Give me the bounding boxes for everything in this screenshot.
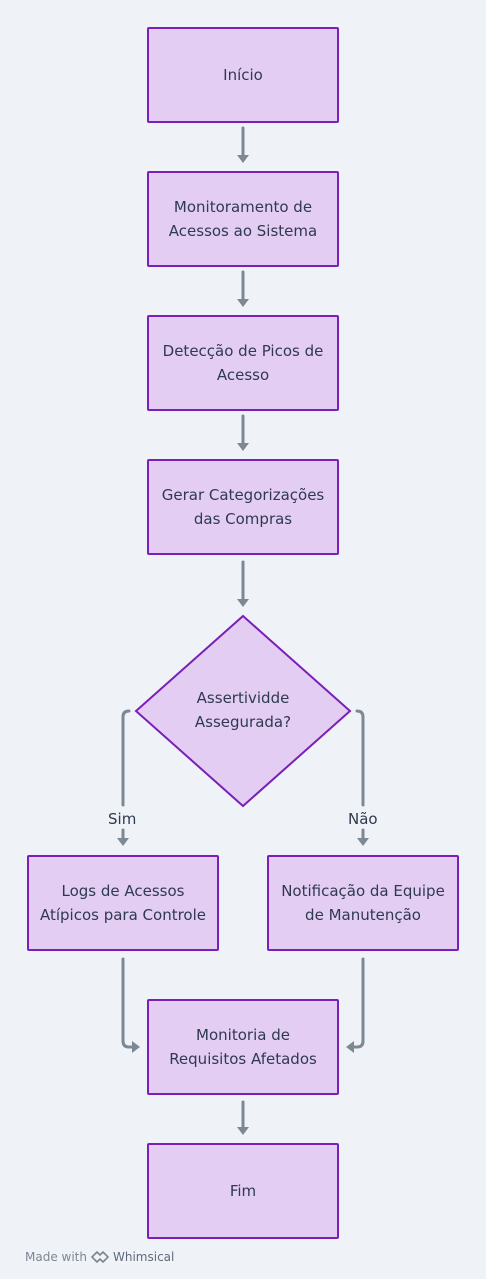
arrow-decision-to-notify bbox=[355, 709, 365, 807]
edge-label-yes: Sim bbox=[108, 810, 137, 828]
arrowhead bbox=[237, 1127, 249, 1135]
arrow-logs-to-requirements bbox=[121, 957, 135, 1049]
footer-made-with: Made with bbox=[25, 1250, 87, 1264]
node-detect-label: Detecção de Picos de Acesso bbox=[162, 342, 324, 384]
node-detect: Detecção de Picos de Acesso bbox=[147, 315, 339, 411]
node-end: Fim bbox=[147, 1143, 339, 1239]
node-categorize: Gerar Categorizações das Compras bbox=[147, 459, 339, 555]
whimsical-logo-icon bbox=[91, 1251, 109, 1263]
node-categorize-label: Gerar Categorizações das Compras bbox=[161, 486, 325, 528]
arrow-decision-to-logs bbox=[121, 709, 131, 807]
decision-diamond bbox=[134, 614, 352, 808]
decision-label: Assertividde Assegurada? bbox=[194, 689, 292, 731]
arrowhead bbox=[237, 599, 249, 607]
arrowhead bbox=[237, 443, 249, 451]
arrow-notify-to-requirements bbox=[351, 957, 365, 1049]
node-requirements: Monitoria de Requisitos Afetados bbox=[147, 999, 339, 1095]
node-requirements-label: Monitoria de Requisitos Afetados bbox=[169, 1026, 317, 1068]
arrowhead bbox=[237, 155, 249, 163]
arrowhead bbox=[237, 299, 249, 307]
footer-attribution[interactable]: Made with Whimsical bbox=[25, 1250, 174, 1264]
node-start: Início bbox=[147, 27, 339, 123]
node-notify: Notificação da Equipe de Manutenção bbox=[267, 855, 459, 951]
node-logs: Logs de Acessos Atípicos para Controle bbox=[27, 855, 219, 951]
node-monitor-label: Monitoramento de Acessos ao Sistema bbox=[168, 198, 318, 240]
arrowhead bbox=[346, 1041, 354, 1053]
arrowhead bbox=[117, 838, 129, 846]
arrowhead bbox=[132, 1041, 140, 1053]
node-monitor: Monitoramento de Acessos ao Sistema bbox=[147, 171, 339, 267]
node-end-label: Fim bbox=[229, 1182, 257, 1200]
footer-brand: Whimsical bbox=[112, 1250, 175, 1264]
node-notify-label: Notificação da Equipe de Manutenção bbox=[281, 882, 445, 924]
arrowhead bbox=[357, 838, 369, 846]
node-logs-label: Logs de Acessos Atípicos para Controle bbox=[39, 882, 207, 924]
edge-label-no: Não bbox=[348, 810, 378, 828]
node-start-label: Início bbox=[223, 66, 263, 84]
